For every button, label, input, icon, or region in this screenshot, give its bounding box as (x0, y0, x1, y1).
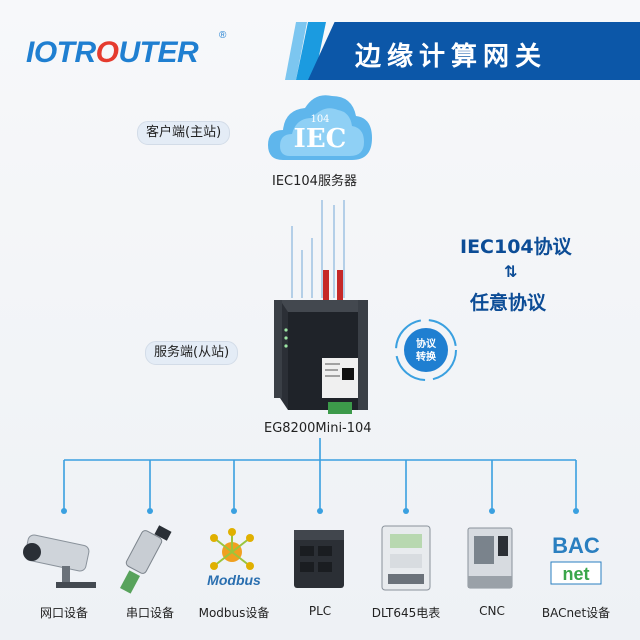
bacnet-logo-bottom: net (563, 564, 590, 584)
registered-mark: ® (219, 30, 227, 41)
bacnet-logo-top: BAC (552, 533, 600, 558)
sensor-icon (120, 525, 172, 594)
device-label-serial: 串口设备 (125, 606, 174, 620)
antenna-right (337, 270, 343, 300)
bacnet-icon: BAC net (550, 533, 602, 585)
device-label-cnc: CNC (479, 604, 505, 618)
antenna-left (323, 270, 329, 300)
modbus-logo-text: Modbus (207, 572, 261, 588)
server-role-pill: 服务端(从站) (145, 341, 239, 365)
swap-arrows-icon: ⇅ (504, 262, 518, 281)
signal-lines (291, 200, 345, 298)
bus-lines (63, 438, 577, 510)
protocol-line1: IEC104协议 (460, 236, 572, 258)
device-label-meter: DLT645电表 (371, 606, 441, 620)
conversion-line1: 协议 (416, 337, 437, 350)
iotrouter-logo: IOTROUTER (26, 36, 199, 69)
gateway-device (274, 300, 368, 414)
plc-icon (294, 530, 344, 588)
camera-icon (23, 534, 96, 588)
device-label-modbus: Modbus设备 (198, 606, 270, 620)
client-role-pill: 客户端(主站) (137, 121, 231, 145)
cloud-iec: IEC (294, 124, 347, 154)
device-label-plc: PLC (308, 604, 332, 618)
iec104-server-label: IEC104服务器 (272, 174, 357, 189)
cloud-104: 104 (310, 114, 329, 125)
cloud-icon (268, 95, 372, 160)
device-label-ethernet: 网口设备 (39, 606, 88, 620)
modbus-icon (210, 528, 254, 570)
meter-icon (381, 525, 431, 591)
banner-title: 边缘计算网关 (355, 42, 548, 72)
device-label-bacnet: BACnet设备 (541, 606, 611, 620)
conversion-icon (395, 319, 457, 381)
bus-dots (61, 508, 579, 514)
title-banner (308, 22, 640, 80)
conversion-line2: 转换 (416, 350, 437, 363)
device-name-label: EG8200Mini-104 (264, 421, 372, 436)
protocol-line2: 任意协议 (470, 292, 547, 314)
cnc-icon (467, 527, 513, 589)
